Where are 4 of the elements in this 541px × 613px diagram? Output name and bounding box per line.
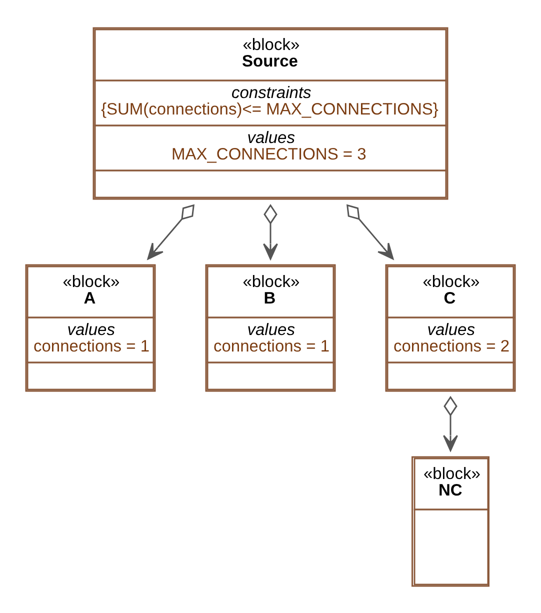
arrow (443, 395, 458, 451)
arrow (147, 204, 195, 260)
arrow (263, 203, 278, 260)
arrow (346, 204, 394, 260)
